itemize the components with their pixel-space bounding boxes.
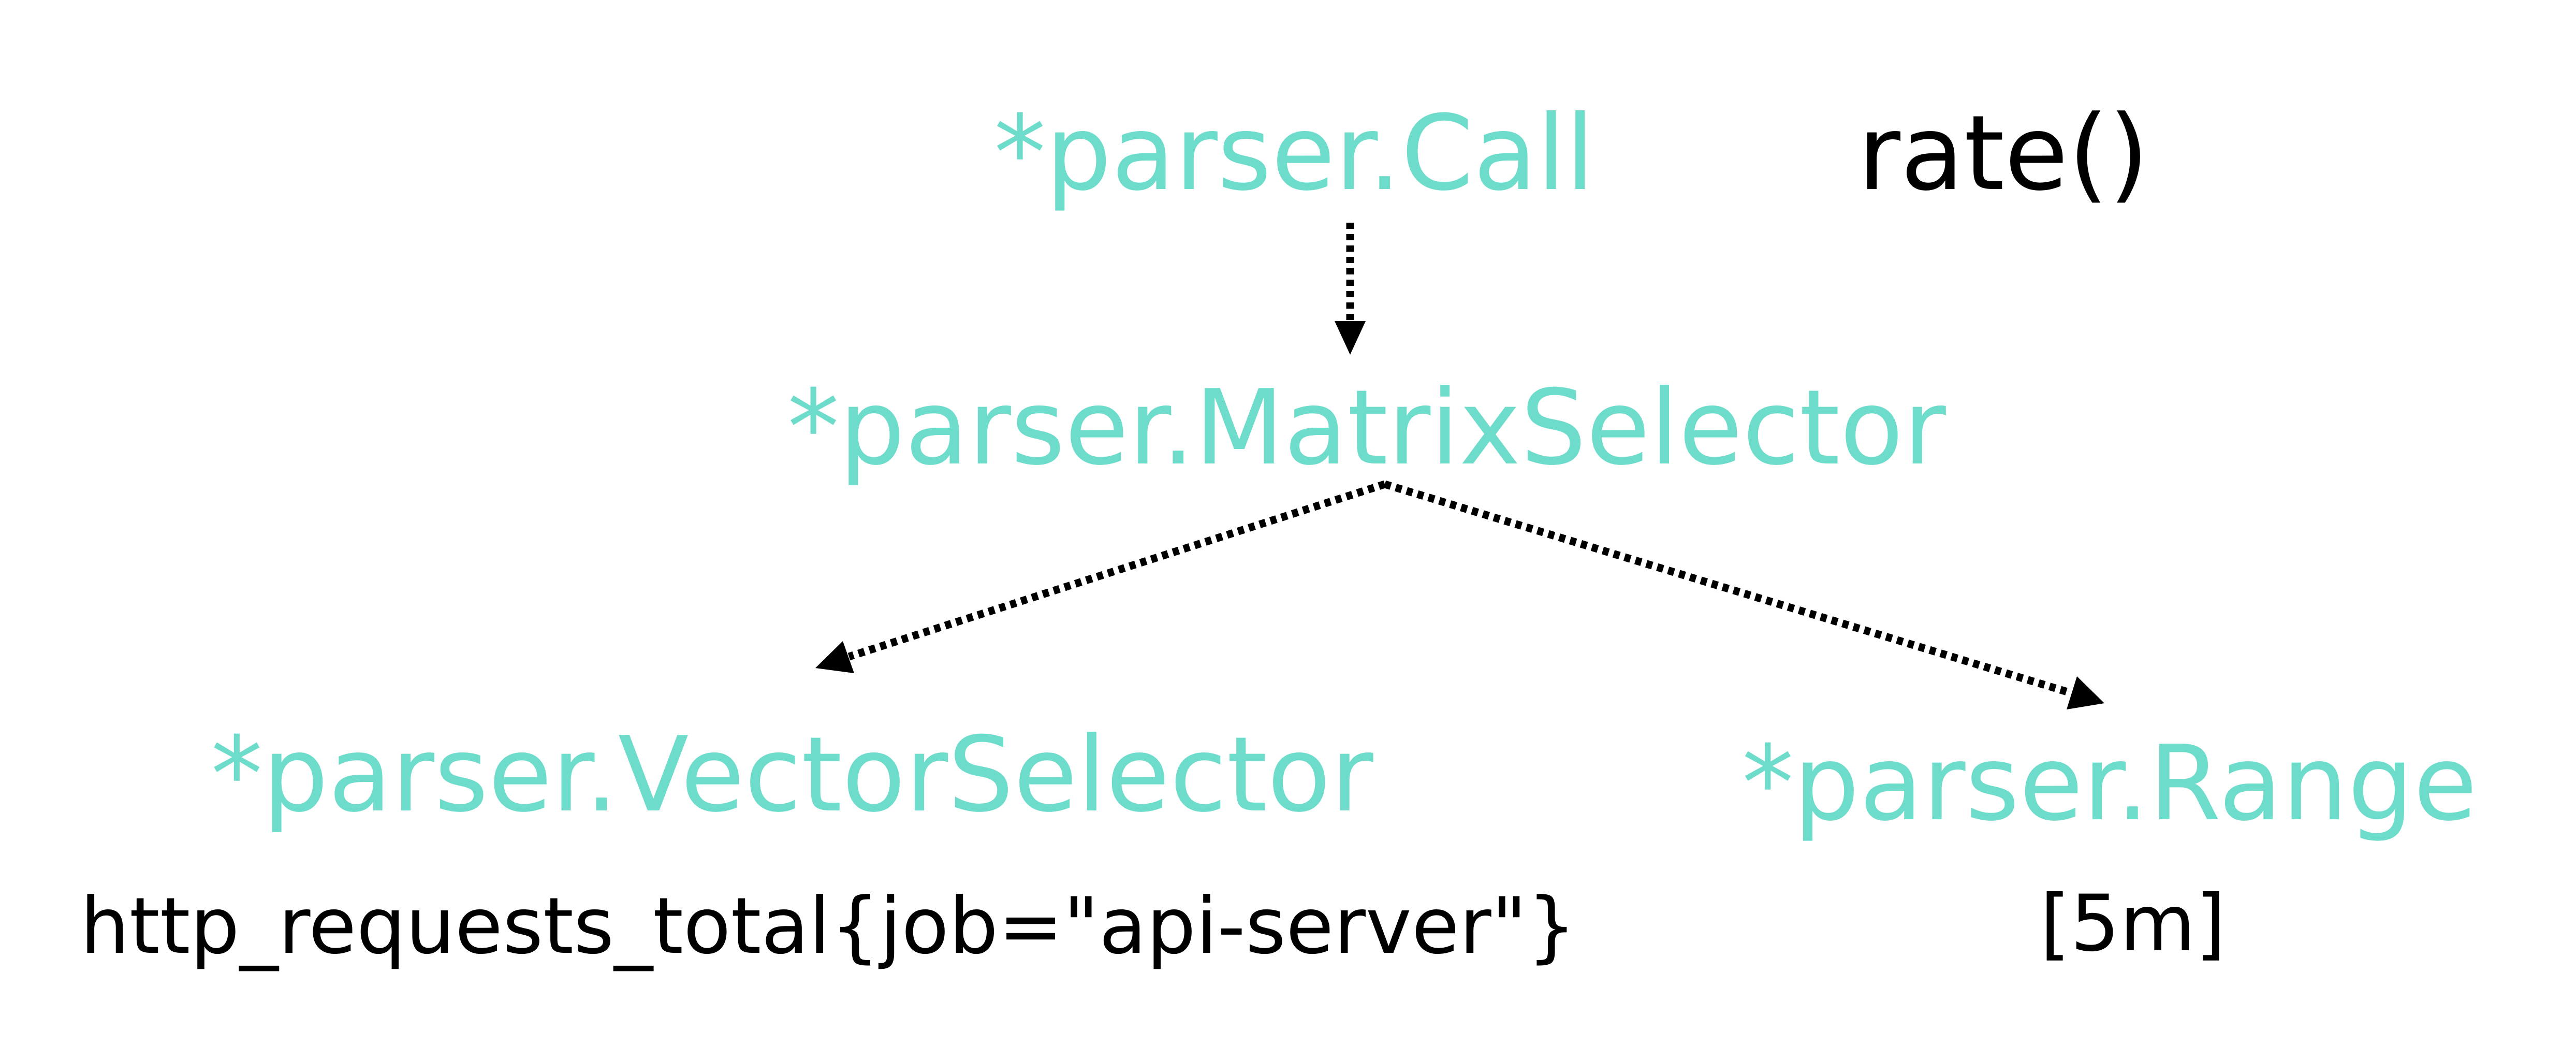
matrix-selector-node-type: *parser.MatrixSelector <box>787 368 1946 488</box>
call-node-expr: rate() <box>1858 93 2149 214</box>
edge-matrix-selector-to-vector-selector <box>815 480 1386 673</box>
range-node-type: *parser.Range <box>1742 723 2477 844</box>
edge-matrix-selector-to-range <box>1383 480 2104 709</box>
vector-selector-node-type: *parser.VectorSelector <box>211 715 1373 835</box>
edge-call-to-matrix-selector <box>1335 223 1366 355</box>
range-node-expr: [5m] <box>2040 879 2226 969</box>
call-node-type: *parser.Call <box>994 93 1594 214</box>
vector-selector-node-expr: http_requests_total{job="api-server"} <box>80 881 1576 971</box>
